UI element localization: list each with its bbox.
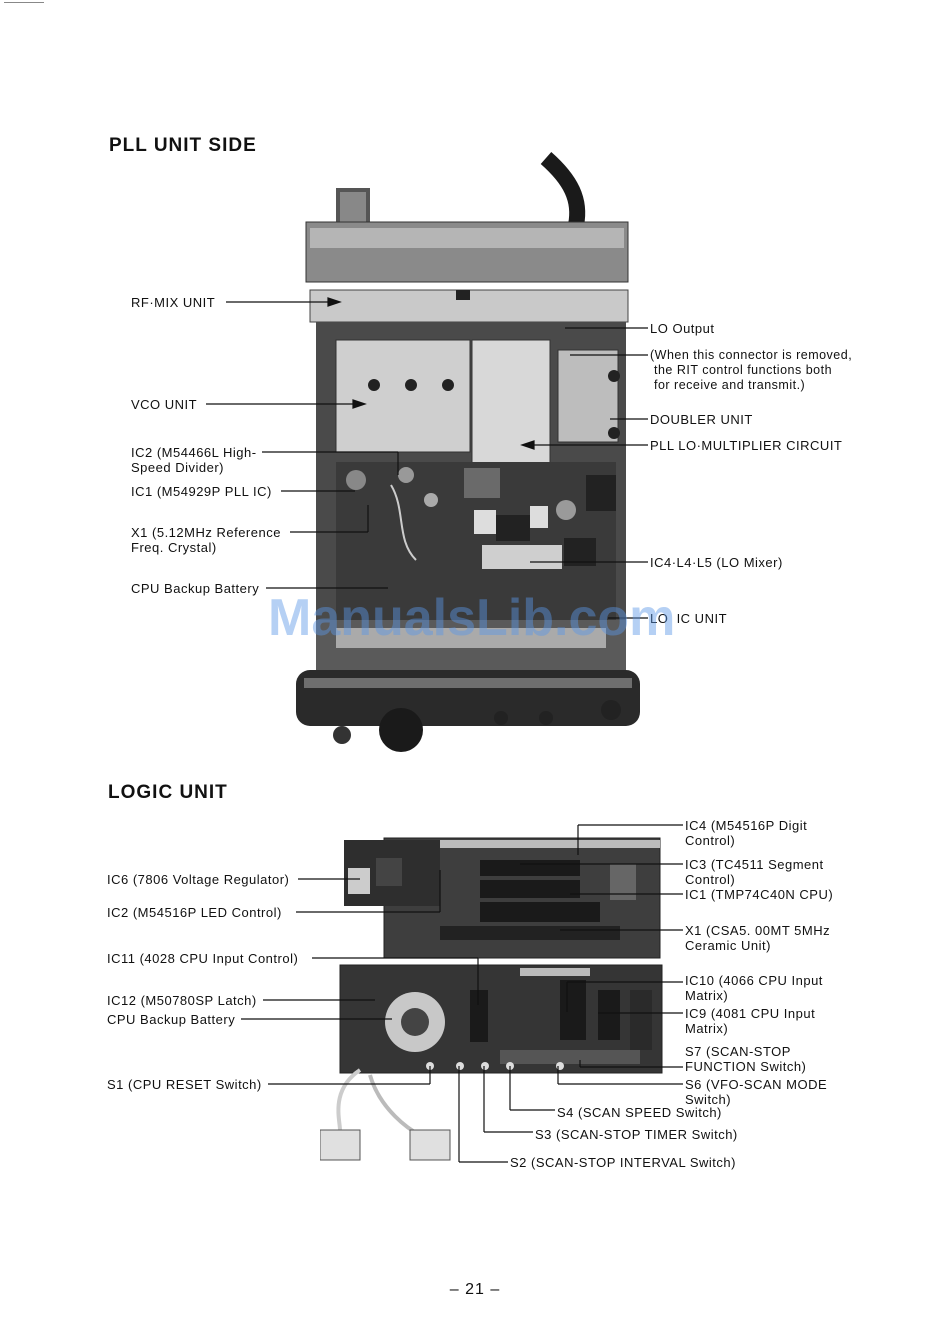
pll-section-title: PLL UNIT SIDE	[109, 135, 257, 156]
label-s3-timer: S3 (SCAN-STOP TIMER Switch)	[535, 1127, 738, 1142]
label-rf-mix-unit: RF·MIX UNIT	[131, 295, 216, 310]
pll-leader-lines	[206, 297, 648, 619]
logic-unit-photo	[320, 837, 663, 1161]
corner-mark	[4, 2, 44, 3]
label-cpu-battery-logic: CPU Backup Battery	[107, 1012, 236, 1027]
page-number: – 21 –	[449, 1281, 501, 1298]
label-lo-ic-unit: LO IC UNIT	[650, 611, 728, 626]
label-cpu-battery-pll: CPU Backup Battery	[131, 581, 260, 596]
pll-unit-photo	[296, 151, 640, 752]
label-x1-ceramic: X1 (CSA5. 00MT 5MHz Ceramic Unit)	[685, 923, 831, 953]
label-ic2-divider: IC2 (M54466L High- Speed Divider)	[131, 445, 257, 475]
label-ic4-lo-mixer: IC4·L4·L5 (LO Mixer)	[650, 555, 783, 570]
label-vco-unit: VCO UNIT	[131, 397, 198, 412]
label-ic12-latch: IC12 (M50780SP Latch)	[107, 993, 257, 1008]
label-s7-function: S7 (SCAN-STOP FUNCTION Switch)	[685, 1044, 807, 1074]
label-s1-reset: S1 (CPU RESET Switch)	[107, 1077, 262, 1092]
label-ic2-led: IC2 (M54516P LED Control)	[107, 905, 282, 920]
label-ic6-regulator: IC6 (7806 Voltage Regulator)	[107, 872, 290, 887]
label-lo-note: (When this connector is removed, the RIT…	[650, 348, 853, 392]
watermark: ManualsLib.com	[268, 589, 676, 647]
label-pll-lo-multiplier: PLL LO·MULTIPLIER CIRCUIT	[650, 438, 843, 453]
logic-section-title: LOGIC UNIT	[108, 782, 228, 803]
label-ic10-matrix: IC10 (4066 CPU Input Matrix)	[685, 973, 823, 1003]
label-ic9-matrix: IC9 (4081 CPU Input Matrix)	[685, 1006, 816, 1036]
label-ic11-input: IC11 (4028 CPU Input Control)	[107, 951, 299, 966]
label-s2-interval: S2 (SCAN-STOP INTERVAL Switch)	[510, 1155, 736, 1170]
label-s6-mode: S6 (VFO-SCAN MODE Switch)	[685, 1077, 828, 1107]
label-ic4-digit: IC4 (M54516P Digit Control)	[685, 818, 808, 848]
label-ic1-cpu: IC1 (TMP74C40N CPU)	[685, 887, 834, 902]
label-x1-crystal: X1 (5.12MHz Reference Freq. Crystal)	[131, 525, 281, 555]
label-lo-output: LO Output	[650, 321, 715, 336]
label-ic3-segment: IC3 (TC4511 Segment Control)	[685, 857, 824, 887]
label-doubler-unit: DOUBLER UNIT	[650, 412, 753, 427]
label-s4-speed: S4 (SCAN SPEED Switch)	[557, 1105, 722, 1120]
label-ic1-pll: IC1 (M54929P PLL IC)	[131, 484, 272, 499]
